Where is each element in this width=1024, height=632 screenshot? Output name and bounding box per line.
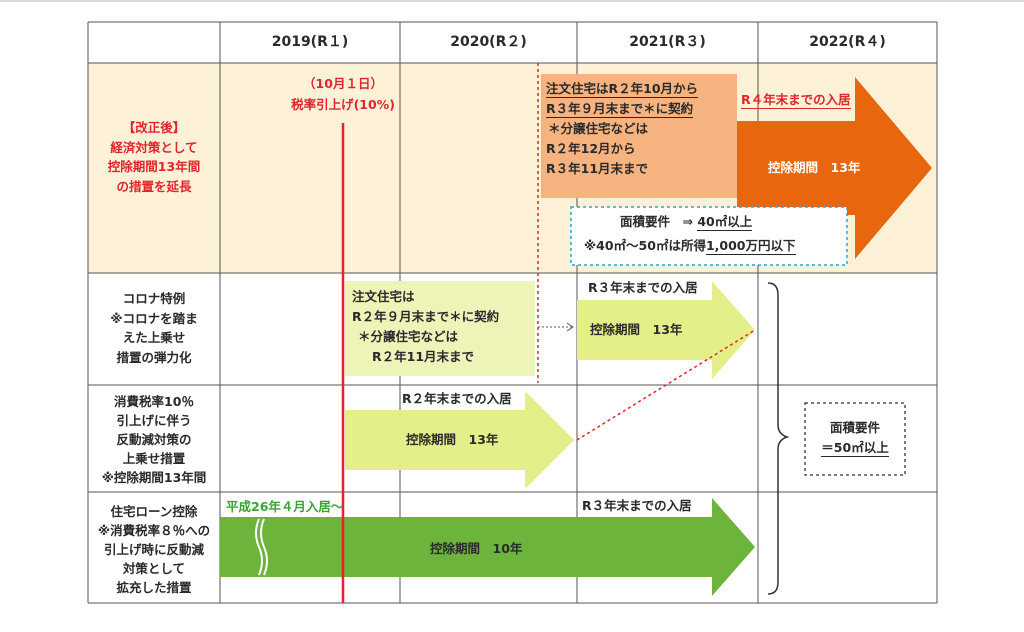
corona-box-text: 注文住宅は R２年９月末まで＊に契約 ＊分譲住宅などは R２年11月末まで bbox=[352, 289, 500, 364]
bracket bbox=[767, 282, 790, 595]
area-req-50-line1: 面積要件 bbox=[829, 420, 880, 435]
tax-raise-date: （10月１日） bbox=[303, 76, 383, 91]
loan-arrow-top-label: R３年末までの入居 bbox=[582, 498, 692, 513]
area-requirement-box bbox=[570, 206, 848, 266]
top-divider bbox=[0, 0, 1024, 2]
header-2022: 2022(R４) bbox=[809, 34, 886, 50]
area-req-50-line2: ＝50㎡以上 bbox=[821, 440, 889, 457]
loan-deduction-arrow bbox=[220, 498, 755, 596]
corona-arrow-label: 控除期間 13年 bbox=[590, 322, 683, 337]
link-dotted-line bbox=[576, 329, 756, 441]
tax10-arrow-top-label: R２年末までの入居 bbox=[402, 391, 512, 406]
area-box-line2: ※40㎡～50㎡は所得1,000万円以下 bbox=[584, 238, 796, 255]
loan-arrow-label: 控除期間 10年 bbox=[430, 541, 523, 556]
tax-raise-label: 税率引上げ(10%) bbox=[291, 97, 395, 112]
area-box-line1: 面積要件 ⇒ 40㎡以上 bbox=[620, 214, 753, 231]
header-2020: 2020(R２) bbox=[450, 34, 527, 50]
corona-row-label: コロナ特例 ※コロナを踏ま えた上乗せ 措置の弾力化 bbox=[110, 291, 198, 365]
revised-row-label: 【改正後】 経済対策として 控除期間13年間 の措置を延長 bbox=[107, 120, 201, 194]
revised-box-text: 注文住宅はR２年10月から R３年９月末まで＊に契約 ＊分譲住宅などは R２年1… bbox=[546, 81, 699, 176]
header-2019: 2019(R１) bbox=[271, 34, 349, 50]
corona-deduction-arrow bbox=[577, 281, 755, 379]
area-req-50-box bbox=[804, 402, 906, 476]
loan-row-label: 住宅ローン控除 ※消費税率８％への 引上げ時に反動減 対策として 拡充した措置 bbox=[97, 504, 211, 595]
revised-arrow-top-label: R４年末までの入居 bbox=[741, 92, 851, 109]
revised-arrow-label: 控除期間 13年 bbox=[768, 160, 861, 175]
tax10-arrow-label: 控除期間 13年 bbox=[406, 432, 499, 447]
tax10-deduction-arrow bbox=[345, 391, 574, 489]
corona-contract-box bbox=[345, 281, 535, 376]
loan-break-mark bbox=[260, 518, 268, 576]
corona-arrow-top-label: R３年末までの入居 bbox=[588, 280, 698, 295]
revised-contract-box bbox=[541, 74, 737, 198]
tax10-row-label: 消費税率10％ 引上げに伴う 反動減対策の 上乗せ措置 ※控除期間13年間 bbox=[101, 394, 207, 485]
header-2021: 2021(R３) bbox=[629, 34, 706, 50]
loan-start-label: 平成26年４月入居～ bbox=[226, 499, 344, 514]
